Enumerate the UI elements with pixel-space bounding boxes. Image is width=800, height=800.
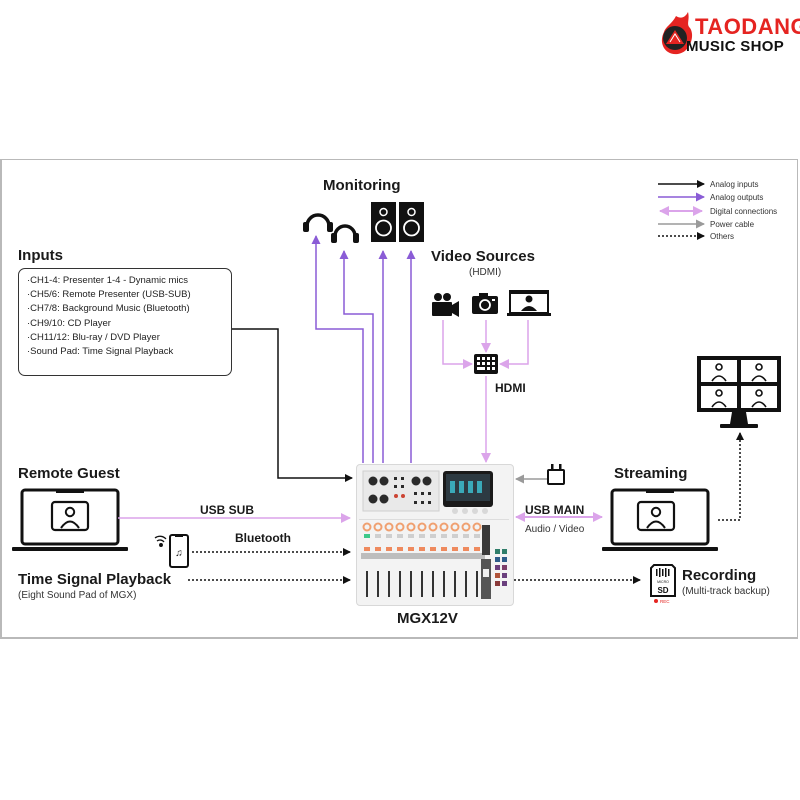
analog-input-line	[232, 328, 353, 482]
legend-lines	[658, 180, 705, 240]
mixer-knobs	[362, 522, 482, 532]
photo-camera-icon	[472, 293, 498, 314]
monitor-multiview-icon	[697, 356, 781, 428]
streaming-upload-line	[718, 432, 744, 521]
power-plug-icon	[547, 464, 565, 485]
smartphone-icon: ♫	[169, 534, 189, 568]
video-line-computer	[499, 320, 529, 369]
hdmi-label: HDMI	[495, 381, 526, 395]
brand-logo	[656, 12, 796, 60]
sd-card-label: SD	[657, 586, 668, 595]
legend-label-analog-inputs: Analog inputs	[710, 180, 759, 189]
time-signal-subtitle: (Eight Sound Pad of MGX)	[18, 590, 137, 601]
digital-video-lines	[442, 320, 529, 463]
streaming-title: Streaming	[614, 465, 688, 482]
video-sources-title: Video Sources	[431, 248, 535, 265]
laptop-icon	[602, 488, 718, 551]
remote-guest-title: Remote Guest	[18, 465, 120, 482]
recording-title: Recording	[682, 567, 757, 584]
legend-label-analog-outputs: Analog outputs	[710, 193, 764, 202]
sd-card-icon: MICRO SD REC	[650, 564, 676, 604]
legend-label-power: Power cable	[710, 220, 755, 229]
mixer-model-label: MGX12V	[397, 610, 458, 627]
monitoring-title: Monitoring	[323, 177, 401, 194]
wifi-signal-icon	[154, 535, 167, 547]
inputs-item: ·CH5/6: Remote Presenter (USB-SUB)	[27, 289, 191, 301]
legend-label-digital: Digital connections	[710, 207, 778, 216]
inputs-list: ·CH1-4: Presenter 1-4 - Dynamic mics ·CH…	[18, 268, 232, 376]
rec-dot-icon	[654, 599, 658, 603]
usb-main-sublabel: Audio / Video	[525, 524, 585, 535]
analog-output-lines	[311, 235, 416, 463]
video-sources-subtitle: (HDMI)	[469, 267, 502, 278]
headphones-icon	[331, 224, 359, 243]
speaker-icon	[371, 202, 396, 242]
brand-logo-icon	[661, 12, 693, 55]
time-signal-title: Time Signal Playback	[18, 571, 172, 588]
usb-sub-label: USB SUB	[200, 503, 255, 517]
mixer-device	[356, 464, 514, 606]
output-line-headphones-2	[339, 250, 374, 463]
inputs-title: Inputs	[18, 247, 63, 264]
video-camera-icon	[432, 293, 459, 317]
brand-name-top: TAODANG	[695, 14, 800, 39]
brand-name-bottom: MUSIC SHOP	[686, 38, 785, 55]
legend-label-others: Others	[710, 232, 735, 241]
svg-text:♫: ♫	[175, 548, 183, 559]
computer-icon	[507, 290, 551, 316]
rec-label: REC	[660, 599, 670, 604]
headphones-icon	[303, 213, 333, 232]
inputs-item: ·CH11/12: Blu-ray / DVD Player	[27, 331, 160, 343]
sd-card-top-label: MICRO	[657, 580, 669, 584]
inputs-item: ·Sound Pad: Time Signal Playback	[27, 346, 174, 358]
bluetooth-label: Bluetooth	[235, 531, 291, 545]
output-line-headphones-1	[311, 235, 364, 463]
video-line-camera	[442, 320, 473, 369]
inputs-item: ·CH1-4: Presenter 1-4 - Dynamic mics	[27, 275, 189, 286]
laptop-icon	[12, 488, 128, 551]
inputs-item: ·CH9/10: CD Player	[27, 317, 111, 329]
inputs-item: ·CH7/8: Background Music (Bluetooth)	[27, 303, 190, 315]
recording-subtitle: (Multi-track backup)	[682, 586, 770, 597]
hdmi-switcher-icon	[474, 354, 498, 374]
diagram-frame	[0, 159, 798, 639]
mixer-illustration	[359, 470, 509, 599]
speaker-icon	[399, 202, 424, 242]
usb-main-label: USB MAIN	[525, 503, 585, 517]
